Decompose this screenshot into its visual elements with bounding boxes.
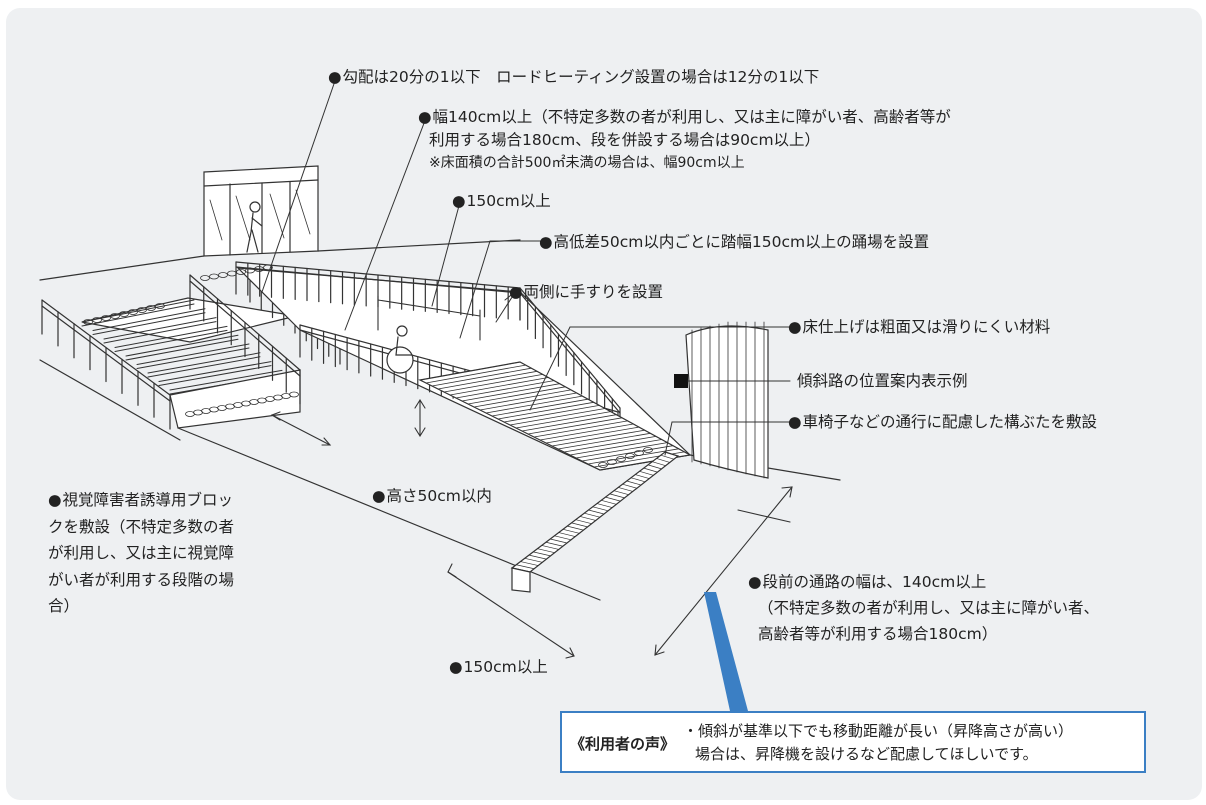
label-height: 高さ50cm以内 <box>372 485 492 508</box>
label-passage-line3: 高齢者等が利用する場合180cm） <box>758 625 998 643</box>
label-bottom-length: 150cm以上 <box>449 656 548 679</box>
user-voice-line1: ・傾斜が基準以下でも移動距離が長い（昇降高さが高い） <box>683 722 1074 740</box>
user-voice-box: 《利用者の声》 ・傾斜が基準以下でも移動距離が長い（昇降高さが高い） 場合は、昇… <box>560 711 1146 773</box>
user-voice-line2: 場合は、昇降機を設けるなど配慮してほしいです。 <box>695 745 1038 763</box>
label-width: 幅140cm以上（不特定多数の者が利用し、又は主に障がい者、高齢者等が 利用する… <box>418 106 951 175</box>
label-blocks-line4: がい者が利用する段階の場 <box>48 570 235 589</box>
label-passage-line1: 段前の通路の幅は、140cm以上 <box>748 573 986 591</box>
label-passage: 段前の通路の幅は、140cm以上 （不特定多数の者が利用し、又は主に障がい者、 … <box>748 569 1099 647</box>
column <box>674 321 769 479</box>
label-floor: 床仕上げは粗面又は滑りにくい材料 <box>788 316 1051 339</box>
label-width-note: ※床面積の合計500㎡未満の場合は、幅90cm以上 <box>429 155 745 171</box>
leader-lines <box>261 77 793 456</box>
label-landing-length: 150cm以上 <box>452 190 551 213</box>
label-blocks-line3: が利用し、又は主に視覚障 <box>48 544 235 562</box>
label-blocks-line2: クを敷設（不特定多数の者 <box>48 517 235 536</box>
callout-pointer <box>704 592 748 711</box>
ramp <box>235 261 692 471</box>
grating <box>510 451 680 593</box>
sign-icon <box>674 374 688 388</box>
dimension-arrows <box>270 295 793 659</box>
label-width-line1: 幅140cm以上（不特定多数の者が利用し、又は主に障がい者、高齢者等が <box>418 108 951 126</box>
label-handrail: 両側に手すりを設置 <box>509 281 664 304</box>
label-landing: 高低差50cm以内ごとに踏幅150cm以上の踊場を設置 <box>539 231 930 254</box>
label-sign: 傾斜路の位置案内表示例 <box>797 372 968 390</box>
label-gradient: 勾配は20分の1以下 ロードヒーティング設置の場合は12分の1以下 <box>328 66 820 89</box>
label-tactile-blocks: 視覚障害者誘導用ブロッ クを敷設（不特定多数の者 が利用し、又は主に視覚障 がい… <box>48 487 234 620</box>
label-grating: 車椅子などの通行に配慮した構ぶたを敷設 <box>788 411 1098 434</box>
user-voice-title: 《利用者の声》 <box>570 735 676 753</box>
label-passage-line2: （不特定多数の者が利用し、又は主に障がい者、 <box>758 599 1100 617</box>
label-width-line2: 利用する場合180cm、段を併設する場合は90cm以上） <box>429 131 821 149</box>
user-voice-text: ・傾斜が基準以下でも移動距離が長い（昇降高さが高い） 場合は、昇降機を設けるなど… <box>683 720 1073 766</box>
tactile-blocks <box>83 264 653 468</box>
label-blocks-line5: 合） <box>48 597 80 615</box>
label-blocks-line1: 視覚障害者誘導用ブロッ <box>48 491 233 509</box>
